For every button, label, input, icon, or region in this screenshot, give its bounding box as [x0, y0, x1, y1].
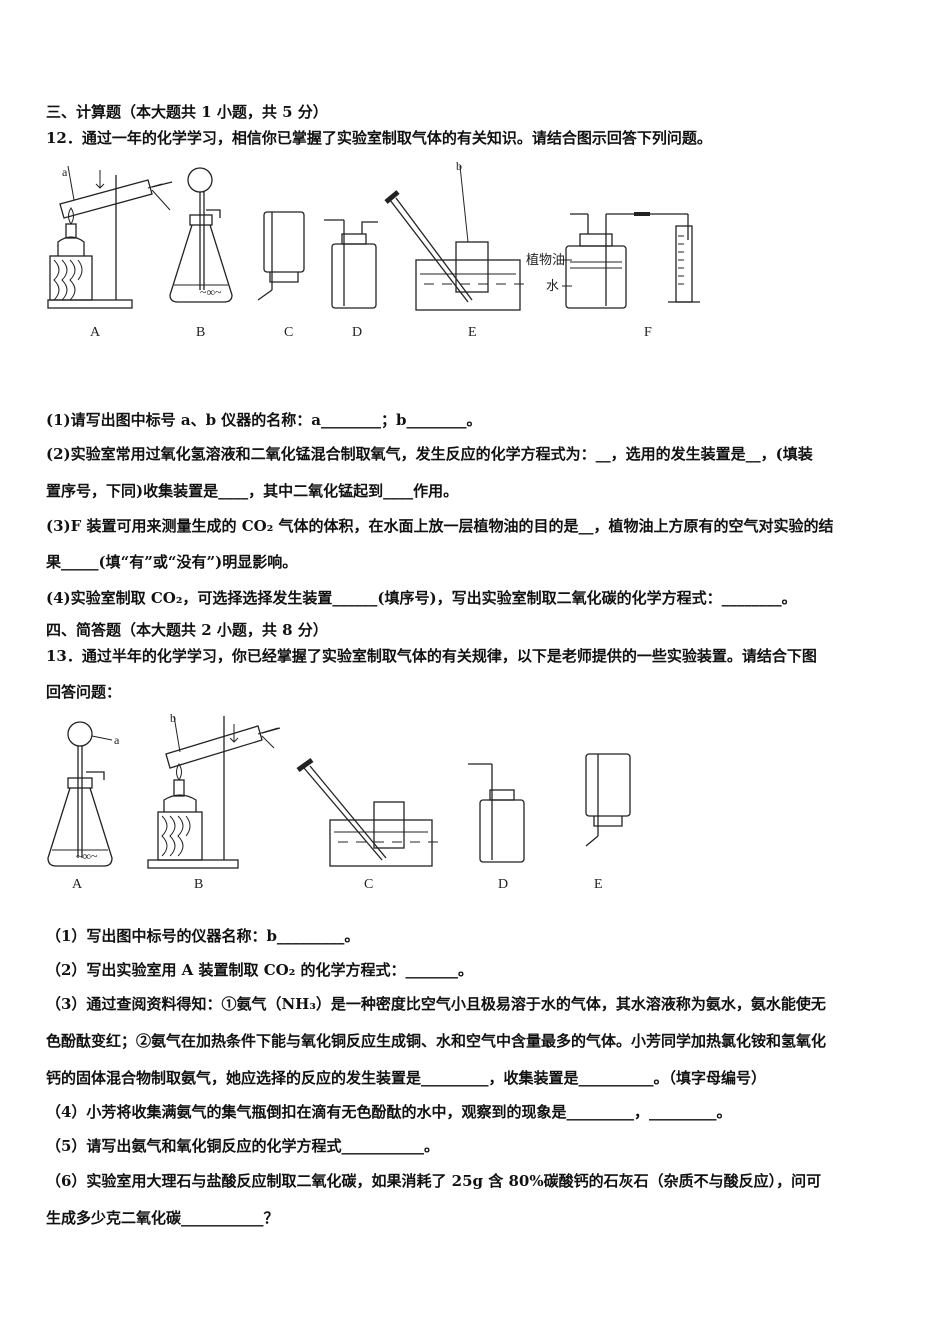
q12-label-d: D: [352, 325, 362, 340]
section4-heading: 四、简答题（本大题共 2 小题，共 8 分）: [46, 621, 328, 639]
q12-part2-line2: 置序号，下同)收集装置是____，其中二氧化锰起到____作用。: [46, 482, 459, 500]
q12-part1: (1)请写出图中标号 a、b 仪器的名称：a________；b________…: [46, 411, 482, 429]
q12-apparatus-b: ~∞~: [169, 167, 233, 303]
q13-stem-line2: 回答问题：: [46, 683, 122, 701]
q12-part3-line1: (3)F 装置可用来测量生成的 CO₂ 气体的体积，在水面上放一层植物油的目的是…: [46, 517, 834, 535]
q12-apparatus-e: [384, 165, 524, 311]
q13-part3-line1: （3）通过查阅资料得知：①氨气（NH₃）是一种密度比空气小且极易溶于水的气体，其…: [46, 995, 826, 1013]
q12-apparatus-d: [324, 219, 378, 309]
q13-label-a: A: [72, 877, 83, 892]
q13-label-b: B: [194, 877, 203, 892]
q12-label-a: A: [90, 325, 101, 340]
q12-part4: (4)实验室制取 CO₂，可选择选择发生装置______(填序号)，写出实验室制…: [46, 589, 797, 607]
q13-apparatus-c: [296, 757, 438, 867]
q13-apparatus-b: [147, 715, 281, 869]
q13-part2: （2）写出实验室用 A 装置制取 CO₂ 的化学方程式：_______。: [46, 961, 474, 979]
q13-part3-line3: 钙的固体混合物制取氨气，她应选择的反应的发生装置是_________，收集装置是…: [46, 1069, 767, 1087]
q13-part6-line2: 生成多少克二氧化碳___________？: [46, 1209, 279, 1227]
q12-label-c: C: [284, 325, 293, 340]
section3-heading: 三、计算题（本大题共 1 小题，共 5 分）: [46, 103, 328, 121]
q13-part5: （5）请写出氨气和氧化铜反应的化学方程式___________。: [46, 1137, 439, 1155]
q13-part1: （1）写出图中标号的仪器名称：b_________。: [46, 927, 360, 945]
q13-part6-line1: （6）实验室用大理石与盐酸反应制取二氧化碳，如果消耗了 25g 含 80%碳酸钙…: [46, 1172, 822, 1190]
q13-pointer-a: a: [114, 733, 120, 747]
q12-stem: 12．通过一年的化学学习，相信你已掌握了实验室制取气体的有关知识。请结合图示回答…: [46, 129, 712, 147]
q12-apparatus-f: [562, 212, 700, 309]
q12-apparatus-c: [257, 211, 305, 301]
q12-pointer-b: b: [456, 160, 462, 173]
svg-text:~∞~: ~∞~: [76, 849, 98, 863]
q13-stem-line1: 13．通过半年的化学学习，你已经掌握了实验室制取气体的有关规律，以下是老师提供的…: [46, 647, 817, 665]
q13-part4: （4）小芳将收集满氨气的集气瓶倒扣在滴有无色酚酞的水中，观察到的现象是_____…: [46, 1103, 732, 1121]
q12-water-label: 水: [546, 279, 559, 294]
q12-part3-line2: 果_____(填“有”或“没有”)明显影响。: [46, 553, 298, 571]
svg-text:~∞~: ~∞~: [200, 285, 222, 299]
q13-apparatus-d: [468, 763, 525, 863]
q13-pointer-b: b: [170, 711, 176, 725]
q12-label-f: F: [644, 325, 652, 340]
q13-label-d: D: [498, 877, 508, 892]
q12-oil-label: 植物油: [526, 253, 565, 268]
q12-part2-line1: (2)实验室常用过氧化氢溶液和二氧化锰混合制取氧气，发生反应的化学方程式为：__…: [46, 445, 813, 463]
q13-part3-line2: 色酚酞变红；②氨气在加热条件下能与氧化铜反应生成铜、水和空气中含量最多的气体。小…: [46, 1032, 827, 1050]
q13-apparatus-figure: ~∞~ a b A: [47, 711, 631, 892]
q13-apparatus-e: [585, 753, 631, 847]
q12-apparatus-figure: a ~∞~ b: [47, 160, 700, 340]
q13-label-c: C: [364, 877, 373, 892]
q13-apparatus-a: ~∞~: [47, 721, 113, 867]
q12-pointer-a: a: [62, 165, 68, 179]
q12-label-b: B: [196, 325, 205, 340]
q12-apparatus-a: [47, 165, 173, 309]
q12-label-e: E: [468, 325, 477, 340]
q13-label-e: E: [594, 877, 603, 892]
